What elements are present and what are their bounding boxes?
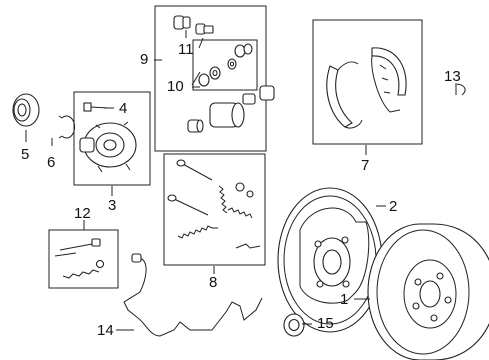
callout-5: 5 [21, 146, 30, 163]
brake-line [123, 257, 263, 337]
callout-6: 6 [47, 154, 56, 171]
callout-4: 4 [119, 100, 128, 117]
hub-nut [283, 313, 305, 337]
brake-line-fitting [131, 253, 142, 263]
hold-down-pins [167, 159, 213, 216]
callout-2: 2 [389, 198, 398, 215]
callout-10: 10 [167, 78, 184, 95]
bleeder-screw [195, 23, 214, 35]
hub-bolt [83, 102, 109, 112]
brake-shoe-group-box [312, 19, 423, 145]
brake-hose-inner [437, 88, 458, 136]
wheel-cylinder-group-box [154, 5, 267, 152]
sensor-parts [54, 238, 105, 279]
snap-ring [58, 115, 76, 139]
brake-drum [367, 223, 489, 360]
brake-shoes [326, 47, 407, 129]
sensor-kit-box [48, 229, 119, 289]
leader-lines [25, 30, 457, 331]
hardware-group-box [163, 153, 266, 266]
callout-7: 7 [361, 157, 370, 174]
callout-13: 13 [444, 68, 461, 85]
cylinder-kit-box [192, 39, 258, 91]
bearing [12, 93, 40, 127]
wheel-cylinder-body [187, 85, 275, 133]
bleeder-cap [173, 15, 191, 30]
callout-12: 12 [74, 205, 91, 222]
callout-8: 8 [209, 274, 218, 291]
callout-1: 1 [340, 291, 349, 308]
callout-15: 15 [317, 315, 334, 332]
callout-3: 3 [108, 197, 117, 214]
wheel-hub [79, 121, 137, 173]
hose-fitting [454, 83, 466, 96]
backing-plate [277, 187, 383, 333]
hub-group-box [73, 91, 151, 186]
retainers [235, 182, 261, 249]
springs [177, 185, 253, 239]
callout-9: 9 [140, 51, 149, 68]
callout-14: 14 [97, 322, 114, 339]
callout-11: 11 [178, 41, 194, 58]
